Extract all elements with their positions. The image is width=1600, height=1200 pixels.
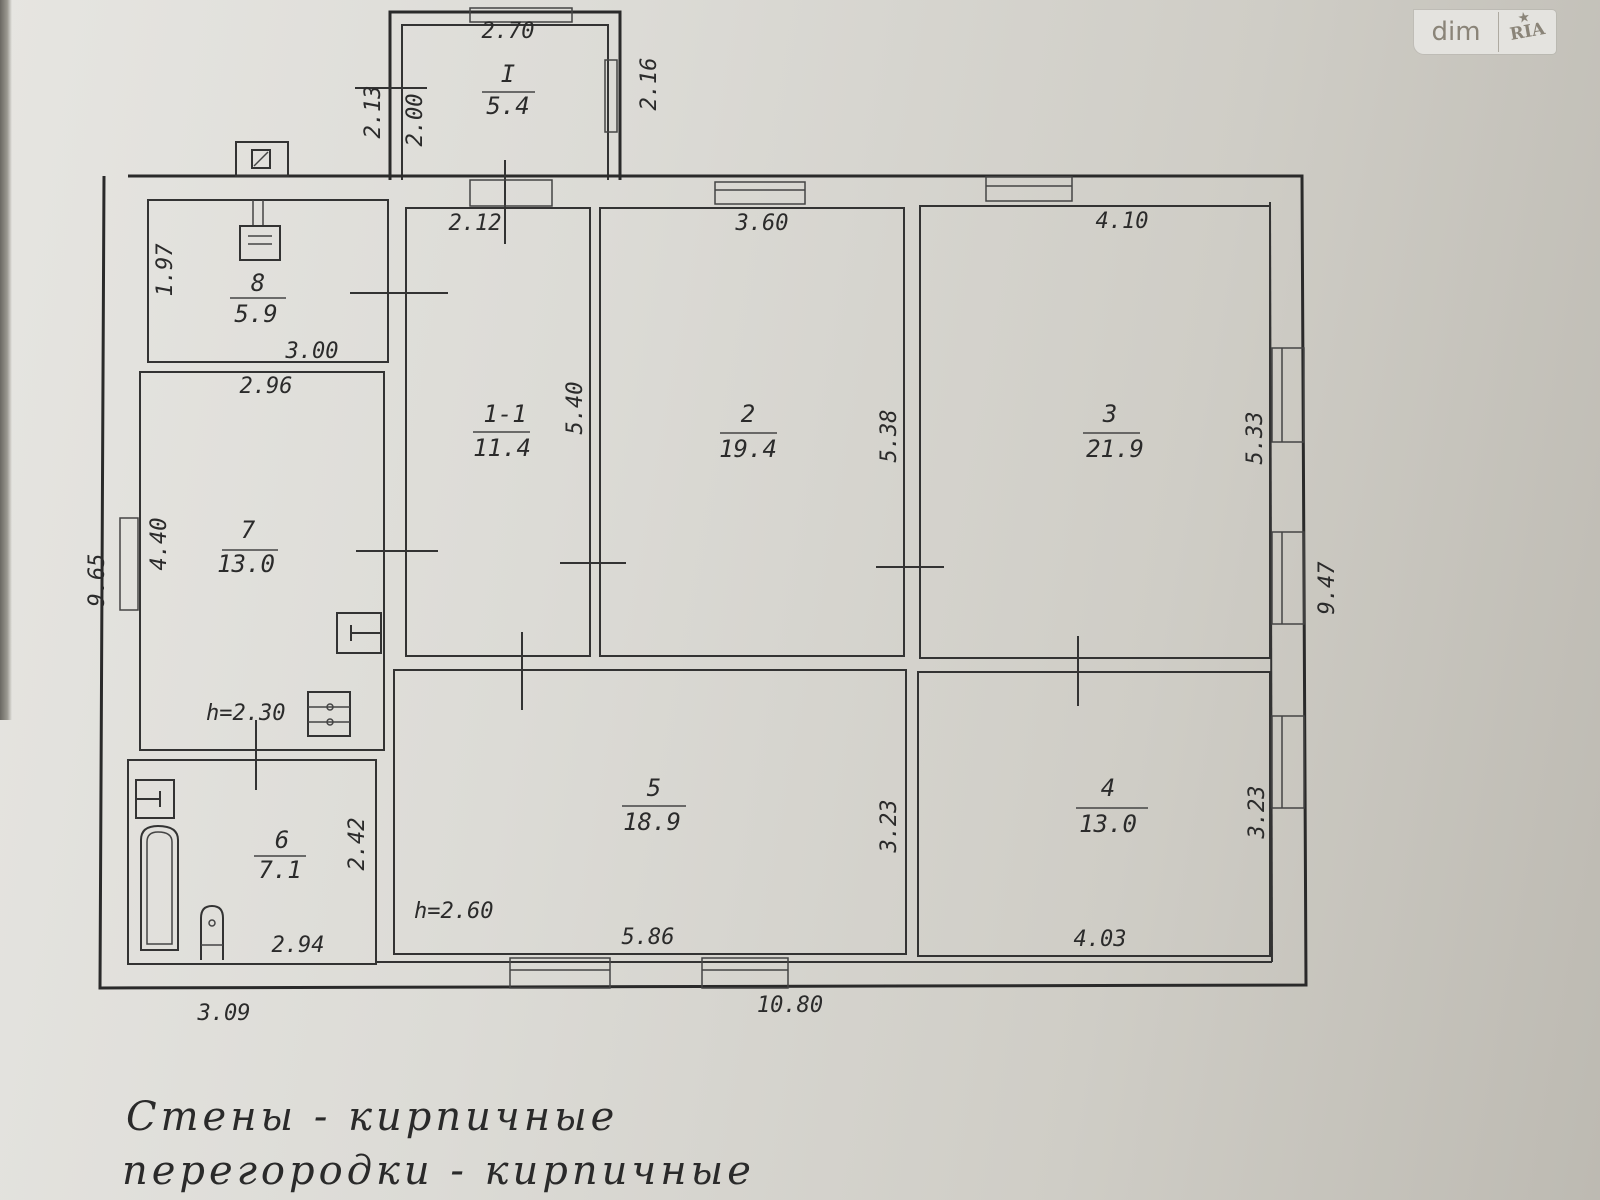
room-1-1-area: 11.4 <box>473 434 531 462</box>
note-partitions: перегородки - кирпичные <box>122 1148 755 1194</box>
room-5-area: 18.9 <box>623 808 681 836</box>
room-3-number: 3 <box>1102 400 1117 428</box>
room-labels: I 5.4 8 5.9 7 13.0 6 7.1 1-1 11.4 2 19.4… <box>217 60 1148 884</box>
dim-left-total: 9.65 <box>85 554 110 607</box>
room-7-number: 7 <box>241 516 256 544</box>
dim-room4-depth: 3.23 <box>1245 786 1270 840</box>
room-5-number: 5 <box>647 774 661 802</box>
room-6-area: 7.1 <box>258 856 301 884</box>
dim-porch-outer-left: 2.13 <box>361 86 386 139</box>
dim-room11-depth: 5.40 <box>563 382 588 435</box>
room-3-area: 21.9 <box>1086 435 1144 463</box>
dim-room3-depth: 5.33 <box>1243 412 1268 465</box>
dim-room6-width: 2.94 <box>272 933 325 958</box>
logo-separator <box>1498 12 1499 52</box>
room-I-number: I <box>501 60 515 88</box>
dim-room7-height: h=2.30 <box>206 701 285 726</box>
binder-edge <box>0 0 12 720</box>
dim-room8-width: 3.00 <box>285 339 339 364</box>
horizontal-dimensions: 2.70 3.00 2.96 h=2.30 2.94 2.12 3.60 4.1… <box>197 19 1149 1026</box>
bathtub-symbol <box>140 824 179 951</box>
vertical-dimensions: 2.13 2.00 2.16 1.97 4.40 9.65 2.42 5.40 … <box>85 58 1340 871</box>
room-3-walls <box>919 176 1305 659</box>
room-6-walls <box>127 759 377 965</box>
room-7-area: 13.0 <box>217 550 275 578</box>
room-2-walls <box>599 181 944 657</box>
dim-room2-depth: 5.38 <box>877 410 902 463</box>
porch-walls <box>355 7 622 180</box>
room-8-number: 8 <box>251 269 265 297</box>
room-1-1-walls <box>405 160 626 657</box>
dim-bottom-left-total: 3.09 <box>197 1001 251 1026</box>
logo-dim-text: dim <box>1431 17 1481 47</box>
room-4-number: 4 <box>1101 774 1115 802</box>
room-2-area: 19.4 <box>719 435 777 463</box>
dim-room11-width: 2.12 <box>449 211 502 236</box>
dim-room8-depth: 1.97 <box>153 243 178 297</box>
dim-room7-width: 2.96 <box>240 374 293 399</box>
dim-porch-width: 2.70 <box>482 19 535 44</box>
room-6-number: 6 <box>275 826 289 854</box>
toilet-symbol <box>200 904 224 960</box>
cooktop-symbol <box>307 691 351 737</box>
dim-room2-width: 3.60 <box>735 211 789 236</box>
dim-room4-width: 4.03 <box>1074 927 1127 952</box>
note-walls: Стены - кирпичные <box>126 1094 619 1140</box>
room-8-walls <box>147 199 448 363</box>
logo-ria-text: ★ RIA <box>1498 10 1556 47</box>
dimria-watermark: dim ★ RIA <box>1414 10 1556 54</box>
dim-bottom-main-total: 10.80 <box>757 993 823 1018</box>
dim-room5-height: h=2.60 <box>414 899 493 924</box>
dim-room7-depth: 4.40 <box>147 518 172 571</box>
star-icon: ★ <box>1517 10 1531 26</box>
chimney-symbol <box>235 141 289 177</box>
dim-room6-depth: 2.42 <box>345 818 370 871</box>
room-7-walls <box>119 371 438 790</box>
dim-room5-width: 5.86 <box>622 925 675 950</box>
dim-room5-depth: 3.23 <box>877 800 902 854</box>
dim-room3-width: 4.10 <box>1096 209 1149 234</box>
room-5-walls <box>393 632 907 989</box>
dim-porch-depth-right: 2.16 <box>637 58 662 111</box>
room-I-area: 5.4 <box>486 92 529 120</box>
room-2-number: 2 <box>741 400 755 428</box>
dim-right-total: 9.47 <box>1315 561 1340 615</box>
room-1-1-number: 1-1 <box>483 400 526 428</box>
room-8-area: 5.9 <box>234 300 277 328</box>
room-4-area: 13.0 <box>1079 810 1137 838</box>
room-4-walls <box>917 636 1305 957</box>
dim-porch-inner-left: 2.00 <box>403 94 428 147</box>
